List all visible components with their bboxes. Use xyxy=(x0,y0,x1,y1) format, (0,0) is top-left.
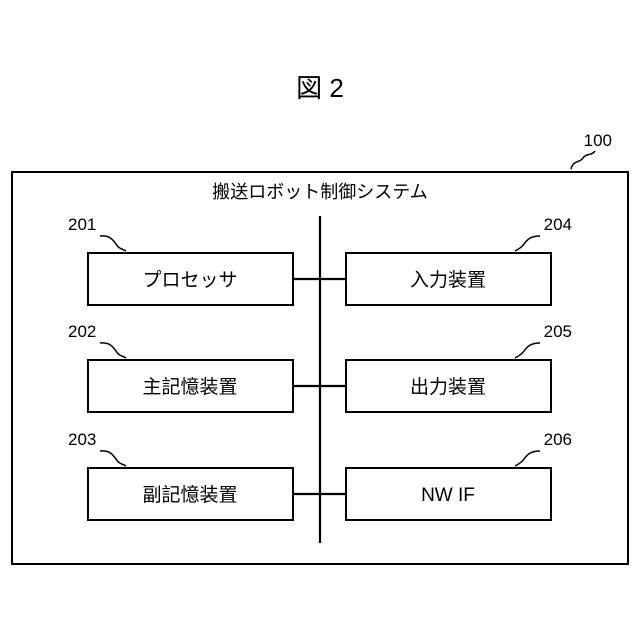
system-ref-label: 100 xyxy=(584,131,612,150)
component-ref-label: 204 xyxy=(544,215,572,234)
component-ref-label: 202 xyxy=(68,322,96,341)
system-ref-leader xyxy=(571,151,595,169)
component-label: プロセッサ xyxy=(142,269,237,291)
component-label: 入力装置 xyxy=(410,269,486,291)
component-ref-label: 203 xyxy=(68,430,96,449)
component-ref-label: 201 xyxy=(68,215,96,234)
component-label: 副記憶装置 xyxy=(142,484,237,506)
component-label: NW IF xyxy=(421,485,475,506)
component-label: 出力装置 xyxy=(410,376,486,398)
component-ref-label: 205 xyxy=(544,322,572,341)
system-title: 搬送ロボット制御システム xyxy=(212,182,427,202)
component-label: 主記憶装置 xyxy=(142,376,237,398)
figure-title: 図 2 xyxy=(296,73,344,103)
component-ref-label: 206 xyxy=(544,430,572,449)
